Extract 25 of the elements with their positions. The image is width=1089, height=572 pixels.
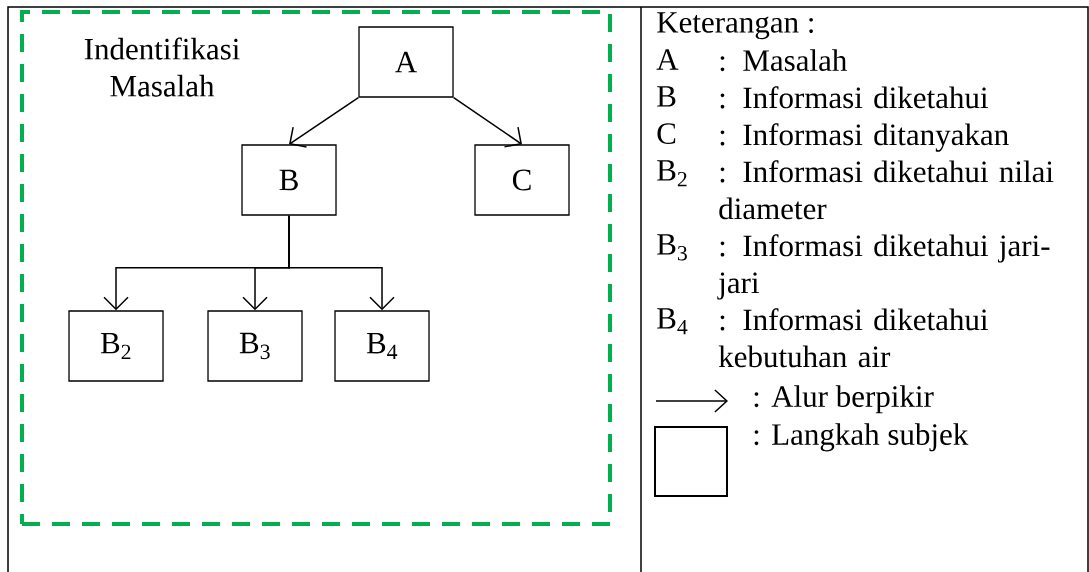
legend-description: : Informasi ditanyakan xyxy=(720,123,1009,152)
step-box: B$_{4}$ xyxy=(334,310,430,382)
arrow xyxy=(289,96,360,148)
region-title: Indentifikasi Masalah xyxy=(84,37,240,97)
legend-heading: Keterangan : xyxy=(657,12,813,40)
legend-text: : Langkah subjek xyxy=(754,423,969,452)
legend-key: A xyxy=(656,49,679,70)
legend-key: B$_{2}$ xyxy=(657,160,687,187)
legend-description: : Informasi diketahui xyxy=(720,86,988,109)
legend-description: : Masalah xyxy=(720,49,847,72)
step-box: C xyxy=(474,144,570,216)
step-box: B$_{3}$ xyxy=(207,310,303,382)
legend-key: B$_{4}$ xyxy=(657,308,688,335)
legend-description: : Informasi diketahui kebutuhan air xyxy=(718,308,988,368)
legend-key: B xyxy=(657,86,676,107)
legend-key: B$_{3}$ xyxy=(657,234,687,261)
step-box: A xyxy=(358,26,454,98)
arrow xyxy=(288,214,395,311)
legend-description: : Informasi diketahui nilai diameter xyxy=(719,160,1054,220)
legend-text: : Alur berpikir xyxy=(754,385,934,414)
arrow xyxy=(452,96,522,148)
step-box: B$_{2}$ xyxy=(68,310,164,382)
legend-key: C xyxy=(657,123,676,144)
step-box: B xyxy=(241,144,337,216)
legend-description: : Informasi diketahui jari-jari xyxy=(717,234,1050,300)
